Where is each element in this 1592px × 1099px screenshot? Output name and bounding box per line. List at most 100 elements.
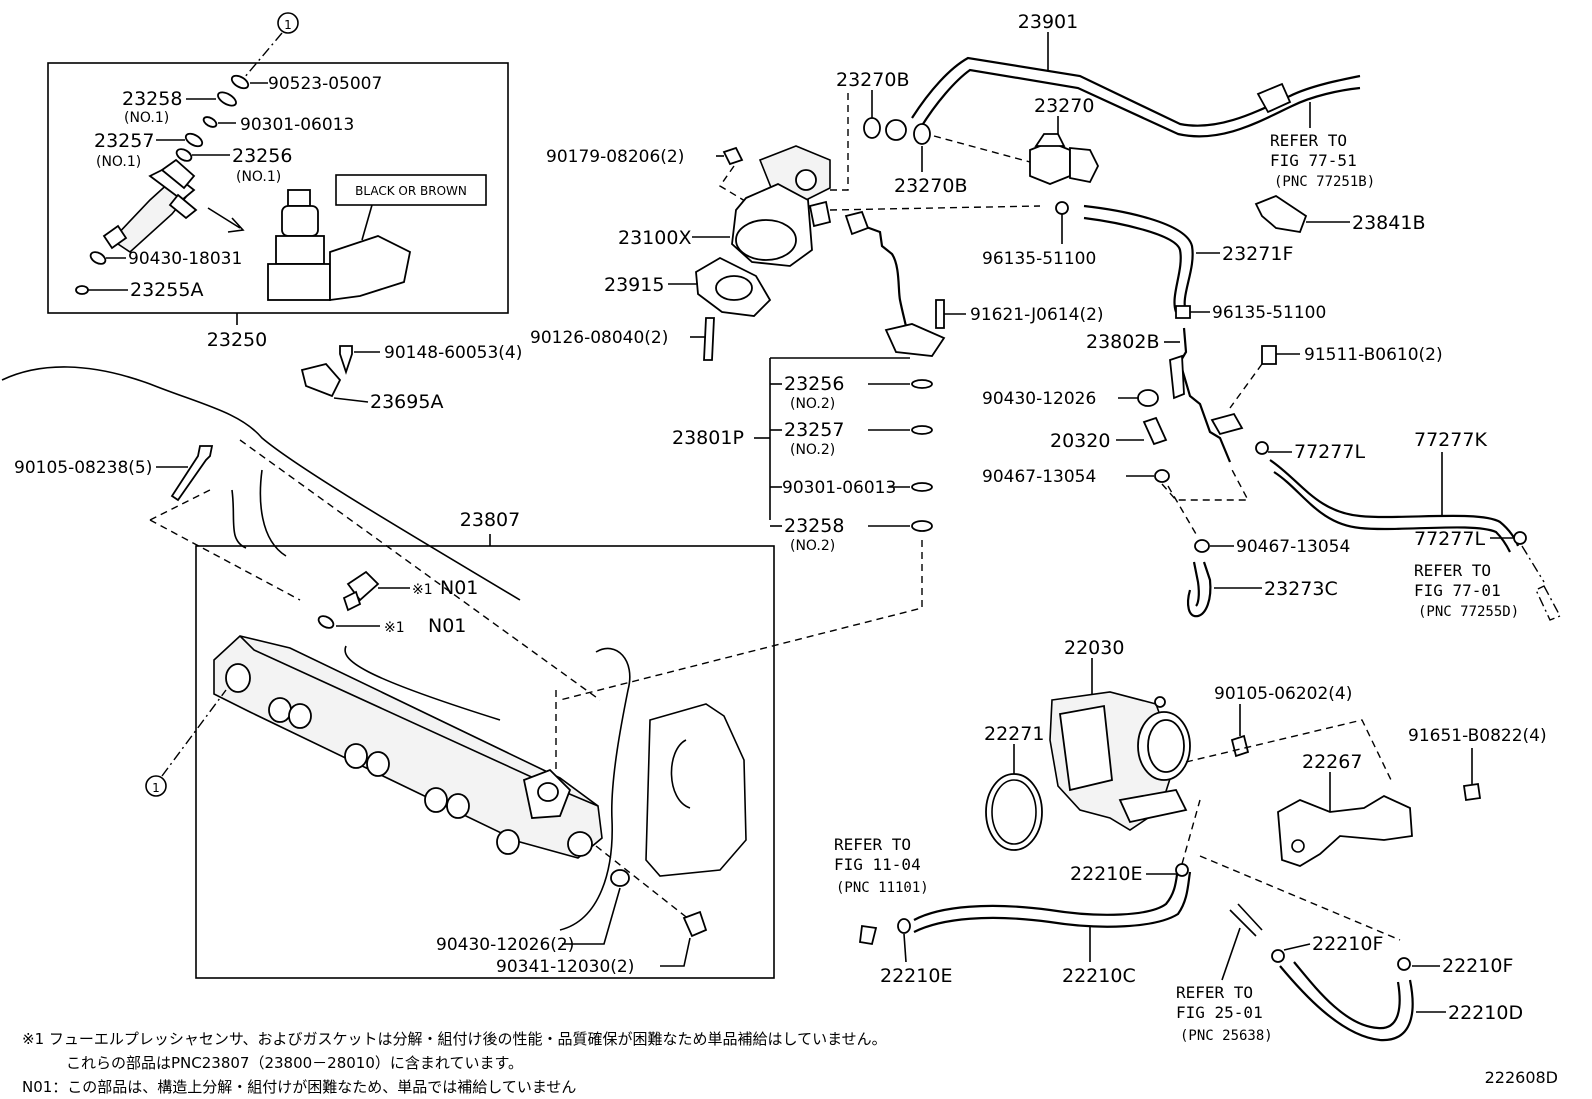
label-77277l-a: 77277L: [1294, 441, 1365, 463]
label-23258-no1-sub: (NO.1): [124, 110, 169, 126]
hose-23273c-icon: [1187, 561, 1212, 618]
label-90148-60053: 90148-60053(4): [384, 343, 522, 363]
fuel-hose-23901-icon: [911, 56, 1361, 127]
label-91621-j0614: 91621-J0614(2): [970, 305, 1104, 325]
hose-23271f-group: 96135-51100 23271F 96135-51100: [982, 201, 1326, 323]
bolt-91651-icon: [1462, 782, 1482, 802]
refer-to-1: REFER TO: [1270, 131, 1347, 150]
hose-23901-group: 23901 23270B 23270B 23270 REFER TO FIG 7…: [836, 11, 1375, 197]
footnote-1: ※1 フューエルプレッシャセンサ、およびガスケットは分解・組付け後の性能・品質確…: [22, 1030, 887, 1048]
label-96135-51100-b: 96135-51100: [1212, 303, 1326, 323]
pump-pressure-dashed: [829, 205, 1041, 211]
pipe-23802b-group: 23802B 91511-B0610(2): [1086, 327, 1443, 463]
hose-23273c-edge: [1192, 561, 1200, 607]
label-23257-no2: 23257: [784, 419, 844, 441]
refer-to-2: REFER TO: [1414, 561, 1491, 580]
ring-23257: [184, 132, 204, 148]
o-ring-23256-no2-icon: [911, 379, 933, 389]
figure-code: 222608D: [1484, 1068, 1558, 1087]
pipe-stub-25-01-icon: [1229, 903, 1263, 937]
hose-23273c-group: 90467-13054 23273C: [1187, 537, 1350, 618]
label-23256-no2-sub: (NO.2): [790, 396, 835, 412]
bolt-90105-08238-group: 90105-08238(5): [14, 445, 214, 502]
label-91511-b0610: 91511-B0610(2): [1304, 345, 1443, 365]
o-ring-90301: [202, 116, 218, 128]
hose-22210d-edge: [1293, 961, 1401, 1030]
color-callout-label: BLACK OR BROWN: [355, 184, 467, 198]
throttle-body-icon: [1049, 691, 1191, 831]
injector-box: [47, 62, 509, 314]
leader-90430b: [562, 887, 621, 945]
pump-return-dashed: [830, 90, 849, 191]
clip-22210e-b-icon: [897, 918, 911, 934]
bracket-23695a-icon: [300, 362, 342, 398]
label-77277l-b: 77277L: [1414, 528, 1485, 550]
label-90430-12026-2: 90430-12026(2): [436, 935, 574, 955]
label-90105-08238: 90105-08238(5): [14, 458, 152, 478]
label-22210d: 22210D: [1448, 1002, 1523, 1024]
label-23270b-a: 23270B: [836, 69, 909, 91]
label-90301-06013-a: 90301-06013: [240, 115, 354, 135]
regulator-dashed: [933, 135, 1031, 163]
clip-77277l-a-icon: [1255, 441, 1269, 455]
label-23273c: 23273C: [1264, 578, 1338, 600]
pump-gasket-23915-icon: [695, 256, 772, 317]
bolt-90179-icon: [722, 146, 744, 166]
pipe-flange-icon: [884, 323, 946, 357]
label-23695a: 23695A: [370, 391, 443, 413]
label-90341-12030-2: 90341-12030(2): [496, 957, 634, 977]
label-90523-05007: 90523-05007: [268, 74, 382, 94]
reference-leader-bottom: [161, 689, 227, 777]
hose-23271f-icon: [1083, 204, 1194, 313]
pipe-bracket-icon: [1169, 354, 1185, 400]
label-23255a: 23255A: [130, 279, 203, 301]
clip-90467-b-icon: [1194, 539, 1210, 553]
hose-clip-icon: [1256, 82, 1292, 114]
sensor-23841b-icon: [1254, 194, 1308, 234]
label-23100x: 23100X: [618, 227, 691, 249]
bolt-dashed-link: [595, 845, 691, 921]
hose-22210d-icon: [1279, 965, 1414, 1042]
o-ring-23256: [175, 148, 193, 162]
reference-circle-bottom-label: 1: [152, 781, 160, 795]
engine-outline: [1, 366, 747, 931]
label-23801p: 23801P: [672, 427, 744, 449]
vsv-20320-icon: [1142, 416, 1168, 446]
label-23257-no2-sub: (NO.2): [790, 442, 835, 458]
label-23256-no2: 23256: [784, 373, 844, 395]
refer-fig-77-51: FIG 77-51: [1270, 151, 1357, 170]
ring-23257-no2-icon: [911, 425, 933, 435]
bolt-90105-08238-icon: [170, 445, 214, 502]
label-91651-b0822: 91651-B0822(4): [1408, 726, 1547, 746]
hose-continuation-icon: [1521, 545, 1561, 621]
throttle-body-group: 22030 22271 90105-06202(4) 22267 91651-B…: [984, 637, 1547, 941]
bracket-23801p: [769, 357, 910, 520]
vsv-dashed: [1161, 465, 1250, 501]
hose-22210c-edge: [913, 871, 1192, 933]
gasket-90430-12026-b-icon: [1137, 389, 1159, 407]
note-mark-a: ※1: [412, 582, 433, 598]
insulator-23255a: [75, 285, 89, 295]
washer-23270b-b-icon: [913, 123, 931, 145]
clip-22210f-a-icon: [1271, 949, 1285, 963]
leader-22210fa: [1283, 943, 1311, 951]
refer-fig-25-01: FIG 25-01: [1176, 1003, 1263, 1022]
gasket-22271-inner: [991, 779, 1037, 845]
hose-77277k-edge: [1273, 471, 1511, 553]
label-22267: 22267: [1302, 751, 1362, 773]
color-callout-leader: [361, 204, 373, 241]
label-22210f-a: 22210F: [1312, 933, 1383, 955]
pressure-regulator-23270-icon: [1029, 133, 1100, 185]
fuel-hose-23901-edge: [917, 68, 1361, 138]
label-90126-08040: 90126-08040(2): [530, 328, 668, 348]
leader-ref4: [1221, 927, 1241, 981]
rail-edge-line: [344, 645, 501, 721]
color-callout-box: [335, 174, 487, 206]
label-77277k: 77277K: [1414, 429, 1487, 451]
ring-23258-no2-icon: [911, 520, 933, 532]
refer-pnc-25638: (PNC 25638): [1180, 1028, 1273, 1044]
label-23250: 23250: [207, 329, 267, 351]
fuel-injector-icon: [102, 158, 198, 254]
sensor-23841b-group: 23841B: [1254, 194, 1425, 234]
label-22210e-b: 22210E: [880, 965, 952, 987]
